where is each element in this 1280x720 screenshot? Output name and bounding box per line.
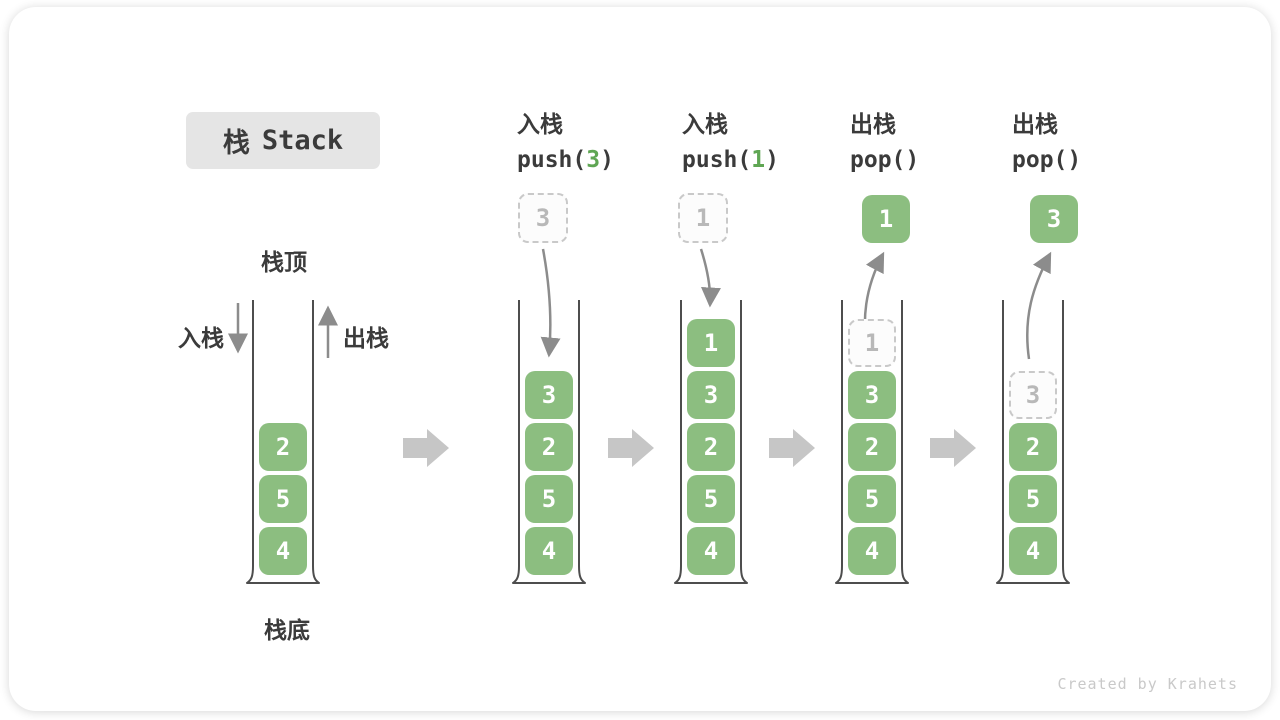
- stack-block: 3: [525, 371, 573, 419]
- stack-block: 1: [687, 319, 735, 367]
- stack-block-placeholder: 3: [1009, 371, 1057, 419]
- stack-bottom-label: 栈底: [264, 617, 310, 643]
- stack-block: 4: [1009, 527, 1057, 575]
- stack-block: 2: [848, 423, 896, 471]
- op-code-text: push(: [682, 147, 752, 173]
- stack-block: 4: [687, 527, 735, 575]
- watermark: Created by Krahets: [1057, 675, 1238, 693]
- stack-block: 4: [259, 527, 307, 575]
- stack-block: 2: [259, 423, 307, 471]
- stack-block: 2: [1009, 423, 1057, 471]
- push-direction-label: 入栈: [178, 325, 224, 351]
- floating-value-box-dashed: 3: [518, 193, 568, 243]
- stack-block: 5: [259, 475, 307, 523]
- op-code-text: push(: [517, 147, 587, 173]
- op-name: 入栈: [517, 111, 563, 137]
- stack-block-placeholder: 1: [848, 319, 896, 367]
- op-name: 入栈: [682, 111, 728, 137]
- op-arg: 3: [586, 147, 601, 173]
- col-header: 出栈 pop(): [850, 106, 919, 178]
- floating-value-box: 1: [862, 195, 910, 243]
- stack-block: 2: [525, 423, 573, 471]
- op-code-text: pop(: [850, 147, 906, 173]
- stack-block: 3: [848, 371, 896, 419]
- stack-block: 5: [525, 475, 573, 523]
- col-header: 入栈 push(1): [682, 106, 779, 178]
- op-name: 出栈: [1012, 111, 1058, 137]
- op-arg: 1: [751, 147, 766, 173]
- op-code-text: ): [905, 147, 920, 173]
- title-en-text: Stack: [261, 125, 344, 156]
- op-code: push(1): [682, 142, 779, 178]
- stack-top-label: 栈顶: [261, 249, 307, 275]
- op-code-text: ): [765, 147, 779, 173]
- op-code-text: ): [1067, 147, 1082, 173]
- stack-block: 3: [687, 371, 735, 419]
- op-code-text: ): [600, 147, 614, 173]
- title-zh-text: 栈: [222, 128, 250, 158]
- op-code: pop(): [850, 142, 919, 178]
- op-code: pop(): [1012, 142, 1081, 178]
- col-header: 入栈 push(3): [517, 106, 614, 178]
- col-header: 出栈 pop(): [1012, 106, 1081, 178]
- op-code: push(3): [517, 142, 614, 178]
- title-box: 栈 Stack: [186, 112, 380, 169]
- stack-block: 4: [525, 527, 573, 575]
- op-name: 出栈: [850, 111, 896, 137]
- pop-direction-label: 出栈: [343, 325, 389, 351]
- stack-block: 5: [687, 475, 735, 523]
- stack-block: 5: [1009, 475, 1057, 523]
- stack-block: 2: [687, 423, 735, 471]
- floating-value-box-dashed: 1: [678, 193, 728, 243]
- floating-value-box: 3: [1030, 195, 1078, 243]
- stack-block: 5: [848, 475, 896, 523]
- op-code-text: pop(: [1012, 147, 1068, 173]
- stack-block: 4: [848, 527, 896, 575]
